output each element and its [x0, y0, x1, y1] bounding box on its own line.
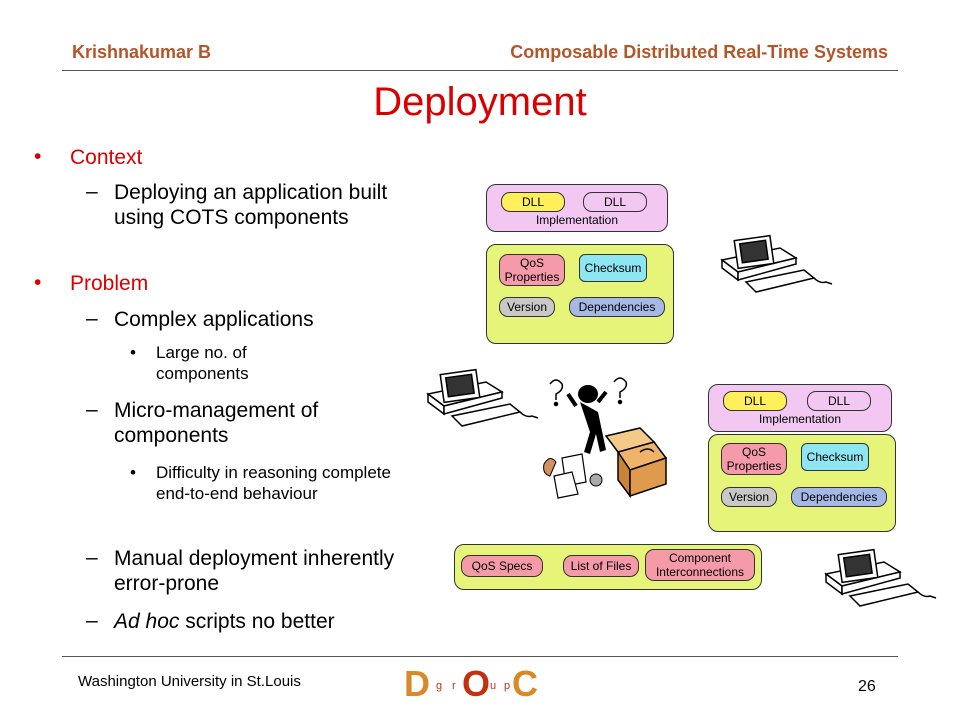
- logo-small-p: p: [504, 680, 511, 692]
- qos-specs-pill: QoS Specs: [461, 555, 543, 577]
- institution-name: Washington University in St.Louis: [78, 673, 301, 690]
- bullet-problem-1: Complex applications: [114, 308, 314, 331]
- header-rule: [62, 70, 898, 71]
- bullet-dot: •: [130, 343, 136, 362]
- logo-small-u: u: [490, 680, 497, 692]
- bullet-problem-4: Ad hoc scripts no better: [114, 609, 335, 634]
- plain-text: scripts no better: [179, 610, 335, 633]
- bullet-problem-2-sub: Difficulty in reasoning complete end-to-…: [156, 463, 391, 503]
- logo-small-r: r: [452, 680, 456, 692]
- version-pill: Version: [721, 487, 777, 507]
- dll-pill: DLL: [723, 391, 787, 411]
- specs-panel: QoS Specs List of Files Component Interc…: [454, 544, 762, 590]
- bullet-problem-3: Manual deployment inherently error-prone: [114, 547, 395, 595]
- dash: –: [86, 180, 98, 203]
- logo-letter-o: O: [462, 663, 491, 704]
- bullet-context: Context: [70, 146, 143, 169]
- qos-properties-pill: QoS Properties: [499, 254, 565, 286]
- confused-person-illustration: [543, 377, 668, 499]
- dependencies-pill: Dependencies: [791, 487, 887, 507]
- computer-icon: [824, 548, 937, 607]
- checksum-pill: Checksum: [579, 254, 647, 282]
- checksum-pill: Checksum: [801, 443, 869, 471]
- page-number: 26: [858, 678, 876, 695]
- computer-icon: [720, 234, 833, 293]
- version-pill: Version: [499, 297, 555, 317]
- bullet-problem: Problem: [70, 272, 149, 295]
- implementation-panel-top: DLL DLL Implementation: [486, 184, 668, 232]
- footer-rule: [62, 656, 898, 657]
- list-of-files-pill: List of Files: [563, 555, 639, 577]
- italic-text: Ad hoc: [114, 610, 180, 633]
- bullet-dot: •: [34, 145, 42, 168]
- dll-pill: DLL: [807, 391, 871, 411]
- doc-group-logo: D g r O u p C: [404, 664, 540, 704]
- logo-small-g: g: [436, 680, 443, 692]
- bullet-problem-2: Micro-management of components: [114, 399, 319, 447]
- logo-letter-c: C: [512, 663, 538, 704]
- implementation-label: Implementation: [758, 412, 842, 426]
- component-interconnections-pill: Component Interconnections: [645, 549, 755, 581]
- properties-panel-right: QoS Properties Checksum Version Dependen…: [708, 434, 896, 532]
- qos-properties-pill: QoS Properties: [721, 443, 787, 475]
- bullet-dot: •: [34, 271, 42, 294]
- slide-title: Deployment: [373, 80, 587, 124]
- dll-pill: DLL: [501, 192, 565, 212]
- computer-icon: [426, 368, 539, 427]
- implementation-panel-right: DLL DLL Implementation: [708, 384, 892, 432]
- dash: –: [86, 546, 98, 569]
- logo-letter-d: D: [404, 663, 430, 704]
- author-name: Krishnakumar B: [72, 42, 212, 62]
- dependencies-pill: Dependencies: [569, 297, 665, 317]
- implementation-label: Implementation: [535, 213, 619, 227]
- course-title: Composable Distributed Real-Time Systems: [510, 42, 888, 62]
- bullet-problem-1-sub: Large no. of components: [156, 343, 249, 383]
- dash: –: [86, 307, 98, 330]
- dash: –: [86, 398, 98, 421]
- bullet-dot: •: [130, 463, 136, 482]
- dll-pill: DLL: [583, 192, 647, 212]
- dash: –: [86, 609, 98, 632]
- properties-panel-top: QoS Properties Checksum Version Dependen…: [486, 244, 674, 344]
- bullet-context-sub: Deploying an application built using COT…: [114, 181, 388, 229]
